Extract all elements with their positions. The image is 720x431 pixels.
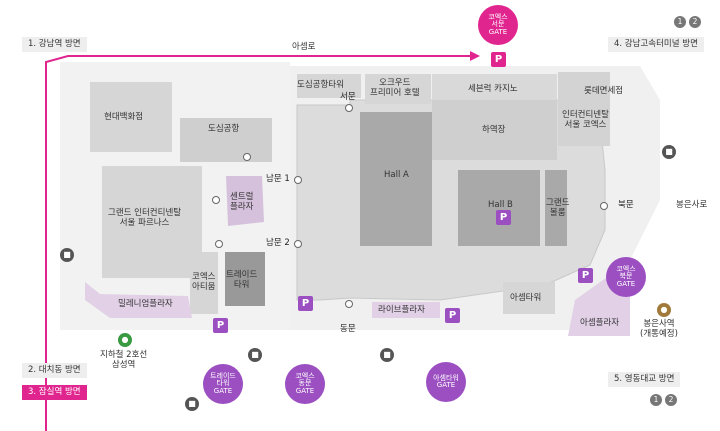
parking-icon[interactable]: P	[578, 268, 593, 283]
entrance-icon	[345, 104, 353, 112]
label-hyundai: 현대백화점	[104, 112, 144, 122]
route-arrow	[470, 51, 480, 61]
city-terminal-tower-block	[297, 74, 361, 98]
entrance-icon	[600, 202, 608, 210]
parking-icon[interactable]: P	[496, 210, 511, 225]
route-number-icon: 1	[650, 394, 662, 406]
hall-a-area	[360, 112, 432, 246]
door-west: 서문	[340, 92, 356, 102]
gate-trade-tower[interactable]: 트레이드 타워 GATE	[203, 364, 243, 404]
entrance-icon	[294, 240, 302, 248]
grand-ballroom-area	[545, 170, 567, 246]
subway-icon: ●	[118, 333, 132, 347]
door-south-1: 남문 1	[266, 174, 290, 184]
direction-daechi: 2. 대치동 방면	[22, 363, 87, 378]
label-coex-atrium: 코엑스 아티움	[192, 272, 216, 293]
gate-coex-north[interactable]: 코엑스 북문 GATE	[606, 257, 646, 297]
route-number-icon: 1	[674, 16, 686, 28]
road-label-bongeunsa: 봉은사로	[676, 200, 708, 210]
door-north: 북문	[618, 200, 634, 210]
label-grand-ballroom: 그랜드 볼룸	[546, 198, 570, 219]
label-oakwood: 오크우드 프리미어 호텔	[370, 78, 420, 99]
label-intercontinental-coex: 인터컨티넨탈 서울 코엑스	[562, 110, 609, 131]
label-asem-tower: 아셈타워	[510, 293, 542, 303]
route-number-icon: 2	[665, 394, 677, 406]
live-plaza-block	[372, 302, 440, 318]
direction-yeongdong: 5. 영동대교 방면	[608, 372, 681, 387]
millennium-plaza-block	[85, 282, 192, 318]
label-samseong-station: 지하철 2호선 삼성역	[100, 350, 148, 371]
label-central-plaza: 센트럴 플라자	[230, 192, 254, 213]
bus-icon: ■	[380, 348, 394, 362]
label-millennium-plaza: 밀레니엄플라자	[118, 299, 173, 309]
parking-icon[interactable]: P	[445, 308, 460, 323]
label-hall-b: Hall B	[488, 200, 513, 210]
label-loading-dock: 하역장	[482, 125, 506, 135]
hall-b-area	[458, 170, 540, 246]
label-dosim-airport: 도심공항	[208, 124, 240, 134]
direction-gangnam: 1. 강남역 방면	[22, 37, 87, 52]
intercontinental-block	[558, 72, 610, 146]
bus-icon: ■	[248, 348, 262, 362]
dosim-airport-block	[180, 118, 272, 162]
route-line	[45, 55, 470, 431]
asem-tower-block	[503, 282, 555, 314]
door-east: 동문	[340, 324, 356, 334]
label-hall-a: Hall A	[384, 170, 409, 180]
entrance-icon	[294, 176, 302, 184]
gate-coex-west[interactable]: 코엑스 서문 GATE	[478, 5, 518, 45]
parking-icon[interactable]: P	[213, 318, 228, 333]
oakwood-block	[365, 74, 431, 104]
casino-block	[432, 74, 557, 100]
hyundai-block	[90, 82, 172, 152]
subway-icon: ●	[657, 303, 671, 317]
trade-tower-block	[225, 252, 265, 306]
route-number-icon: 2	[689, 16, 701, 28]
parking-icon[interactable]: P	[491, 52, 506, 67]
entrance-icon	[345, 300, 353, 308]
atrium-block	[190, 252, 218, 314]
label-casino: 세븐럭 카지노	[468, 84, 518, 94]
bus-icon: ■	[662, 145, 676, 159]
entrance-icon	[215, 240, 223, 248]
door-south-2: 남문 2	[266, 238, 290, 248]
direction-jamsil: 3. 잠실역 방면	[22, 385, 87, 400]
bus-icon: ■	[185, 397, 199, 411]
label-grand-parnas: 그랜드 인터컨티넨탈 서울 파르나스	[108, 208, 182, 229]
label-bongeunsa-station: 봉은사역 (개통예정)	[640, 319, 678, 340]
road-label-aseem: 아셈로	[292, 42, 316, 52]
label-live-plaza: 라이브플라자	[378, 305, 425, 315]
entrance-icon	[243, 153, 251, 161]
gate-coex-east[interactable]: 코엑스 동문 GATE	[285, 364, 325, 404]
bus-icon: ■	[60, 248, 74, 262]
entrance-icon	[212, 196, 220, 204]
gate-asem-tower[interactable]: 아셈타워 GATE	[426, 362, 466, 402]
parnas-block	[102, 166, 202, 278]
direction-express-terminal: 4. 강남고속터미널 방면	[608, 37, 704, 52]
parking-icon[interactable]: P	[298, 296, 313, 311]
label-lotte-duty-free: 롯데면세점	[584, 86, 624, 96]
label-city-terminal-tower: 도심공항타워	[297, 80, 344, 90]
label-trade-tower: 트레이드 타워	[226, 270, 258, 291]
label-asem-plaza: 아셈플라자	[580, 318, 620, 328]
loading-dock-area	[432, 100, 557, 160]
central-plaza-block	[226, 176, 264, 226]
